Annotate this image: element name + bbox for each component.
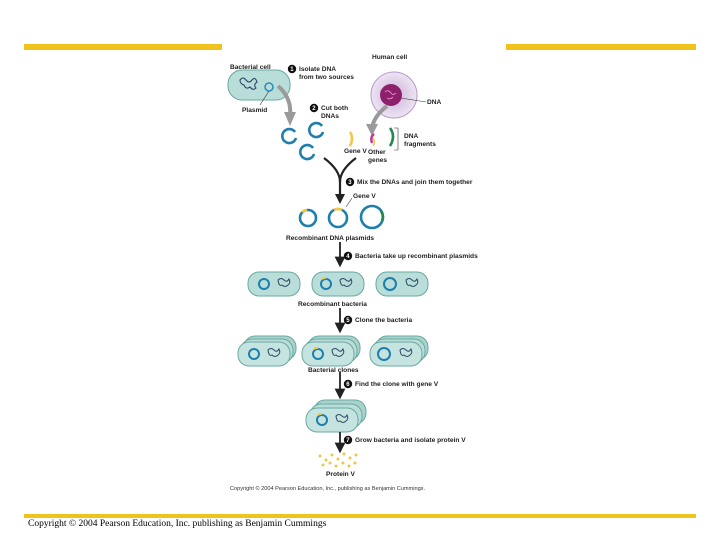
step-6-line-1: Find the clone with gene V <box>355 381 439 388</box>
mix-arrowhead <box>335 194 345 204</box>
recombinant-plasmids <box>298 204 385 230</box>
accent-bar-top-right <box>506 44 696 50</box>
bacterial-clones-label: Bacterial clones <box>308 367 359 374</box>
dna-fragments-line-1: DNA <box>404 133 419 140</box>
recombinant-bacteria <box>247 271 429 297</box>
selected-clone <box>305 399 367 433</box>
step-1-line-1: Isolate DNA <box>299 66 336 73</box>
step-6-number: 6 <box>346 382 350 388</box>
protein-v-particles <box>318 452 358 468</box>
human-cell <box>370 71 418 119</box>
step-7-badge <box>343 435 353 445</box>
gene-cloning-diagram: Bacterial cell Plasmid 1 Isolate DNA fro… <box>227 54 478 492</box>
bacterial-cell-label: Bacterial cell <box>230 64 271 71</box>
fragments-bracket <box>394 127 399 151</box>
step-4-number: 4 <box>346 254 350 260</box>
figure-copyright: Copyright © 2004 Pearson Education, Inc.… <box>230 485 425 492</box>
cut-plasmids <box>281 121 325 161</box>
step-3-line-1: Mix the DNAs and join them together <box>357 179 473 186</box>
step-1-badge <box>287 64 297 74</box>
step-2-number: 2 <box>312 106 316 112</box>
other-genes-line-1: Other <box>368 149 386 156</box>
bacteria-cut-arrowhead <box>284 112 296 126</box>
plasmid-label: Plasmid <box>242 107 267 114</box>
dna-label: DNA <box>427 99 442 106</box>
step-4-badge <box>343 251 353 261</box>
dna-fragments <box>348 127 395 147</box>
step-2-badge <box>309 103 319 113</box>
gene-v-label: Gene V <box>344 148 367 155</box>
mix-funnel-right <box>338 157 357 183</box>
dna-fragments-line-2: fragments <box>404 141 436 148</box>
step-3-badge <box>345 177 355 187</box>
slide-copyright: Copyright © 2004 Pearson Education, Inc.… <box>28 519 327 529</box>
protein-v-label: Protein V <box>326 471 356 478</box>
other-genes-line-2: genes <box>368 157 387 164</box>
recombinant-plasmids-label: Recombinant DNA plasmids <box>286 235 374 242</box>
step-1-line-2: from two sources <box>299 74 354 81</box>
plasmid-pointer <box>259 90 270 106</box>
recombinant-bacteria-label: Recombinant bacteria <box>298 301 367 308</box>
step-6-badge <box>343 379 353 389</box>
dna-pointer <box>400 97 427 103</box>
step-7-number: 7 <box>346 438 350 444</box>
bacterial-cell <box>227 69 291 101</box>
step-4-line-1: Bacteria take up recombinant plasmids <box>355 253 478 260</box>
step-5-badge <box>343 315 353 325</box>
mix-funnel-left <box>323 157 342 196</box>
bacterial-clones <box>237 335 429 367</box>
step-3-number: 3 <box>348 180 352 186</box>
human-cell-label: Human cell <box>372 54 407 61</box>
gene-v-pointer <box>345 197 353 208</box>
accent-bar-top-left <box>24 44 222 50</box>
step-7-line-1: Grow bacteria and isolate protein V <box>355 437 466 444</box>
step-5-line-1: Clone the bacteria <box>355 317 412 324</box>
step-2-line-1: Cut both <box>321 105 348 112</box>
step-2-line-2: DNAs <box>321 113 339 120</box>
gene-v-label-2: Gene V <box>353 193 376 200</box>
step-5-number: 5 <box>346 318 350 324</box>
accent-bar-bottom <box>24 514 696 518</box>
step-1-number: 1 <box>290 67 294 73</box>
human-cut-arrowhead <box>366 124 378 136</box>
